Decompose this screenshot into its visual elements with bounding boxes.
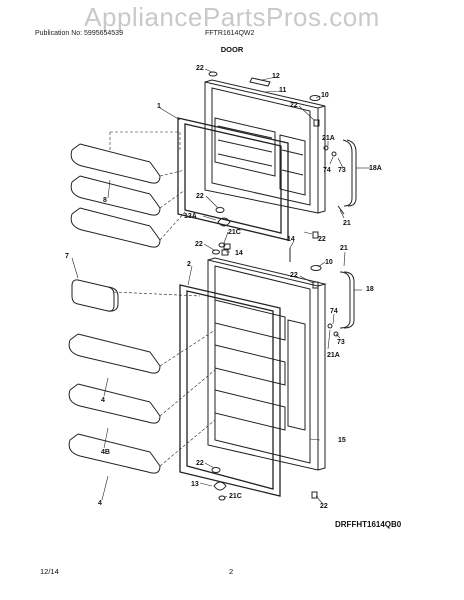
callout-22: 22 xyxy=(318,236,326,243)
section-title: DOOR xyxy=(220,45,244,54)
fresh-food-door-shelves xyxy=(68,333,161,474)
callout-labels: 22 12 11 10 22 1 21A 74 73 18A 8 22 13A … xyxy=(65,65,382,510)
callout-1: 1 xyxy=(157,103,161,110)
callout-22: 22 xyxy=(196,460,204,467)
callout-21: 21 xyxy=(340,245,348,252)
callout-21: 21 xyxy=(343,220,351,227)
callout-74: 74 xyxy=(330,308,338,315)
callout-22: 22 xyxy=(196,65,204,72)
fresh-food-hardware xyxy=(211,248,355,501)
callout-22: 22 xyxy=(196,193,204,200)
footer-date: 12/14 xyxy=(40,567,59,576)
freezer-hardware xyxy=(208,71,357,250)
callout-22: 22 xyxy=(320,503,328,510)
callout-15: 15 xyxy=(338,437,346,444)
callout-73: 73 xyxy=(337,339,345,346)
callout-22: 22 xyxy=(195,241,203,248)
callout-14: 14 xyxy=(287,236,295,243)
callout-21a: 21A xyxy=(327,352,340,359)
callout-22: 22 xyxy=(290,272,298,279)
callout-22: 22 xyxy=(290,102,298,109)
callout-10: 10 xyxy=(325,259,333,266)
callout-18a: 18A xyxy=(369,165,382,172)
freezer-door-gasket xyxy=(177,117,289,241)
model-number: FFTR1614QW2 xyxy=(205,30,255,37)
freezer-dashed-guides xyxy=(109,131,186,241)
callout-13: 13 xyxy=(191,481,199,488)
callout-74: 74 xyxy=(323,167,331,174)
callout-18: 18 xyxy=(366,286,374,293)
callout-4: 4 xyxy=(98,500,102,507)
callout-21c: 21C xyxy=(228,229,241,236)
fresh-food-dashed-guides xyxy=(113,291,216,467)
callout-8: 8 xyxy=(103,197,107,204)
diagram-code: DRFFHT1614QB0 xyxy=(335,520,402,529)
callout-11: 11 xyxy=(279,87,287,94)
callout-7: 7 xyxy=(65,253,69,260)
callout-12: 12 xyxy=(272,73,280,80)
callout-leaders xyxy=(71,68,370,504)
fresh-food-door-panel xyxy=(207,257,327,471)
callout-4: 4 xyxy=(101,397,105,404)
crisper-container xyxy=(71,279,119,312)
callout-13a: 13A xyxy=(184,213,197,220)
publication-number: Publication No: 5995654539 xyxy=(35,30,123,37)
callout-21c: 21C xyxy=(229,493,242,500)
watermark: AppliancePartsPros.com xyxy=(84,2,380,32)
callout-14: 14 xyxy=(235,250,243,257)
freezer-door-shelves xyxy=(70,143,161,248)
footer-page-number: 2 xyxy=(229,567,234,576)
fresh-food-door-gasket xyxy=(179,284,281,497)
freezer-door-panel xyxy=(204,79,326,214)
callout-2: 2 xyxy=(187,261,191,268)
callout-10: 10 xyxy=(321,92,329,99)
callout-4b: 4B xyxy=(101,449,110,456)
callout-73: 73 xyxy=(338,167,346,174)
callout-21a: 21A xyxy=(322,135,335,142)
